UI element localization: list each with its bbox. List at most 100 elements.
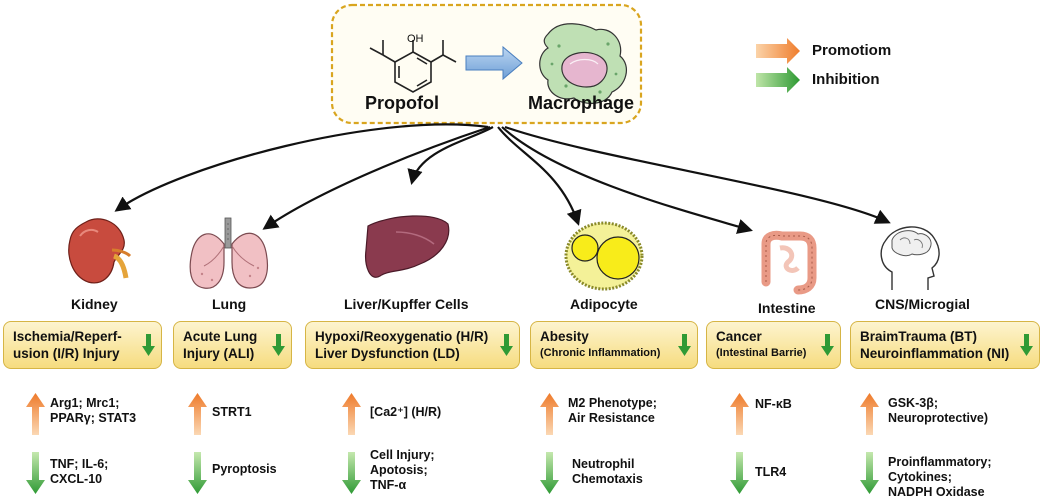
list-item: Arg1; Mrc1; (50, 396, 120, 410)
promoted-list-adipocyte: M2 Phenotype; Air Resistance (568, 396, 657, 426)
legend-inhibition-arrow-icon (756, 67, 800, 93)
condition-box-adipocyte: Abesity (Chronic Inflammation) (530, 321, 698, 369)
condition-line: BraimTrauma (BT) (860, 329, 978, 344)
list-item: TNF-α (370, 478, 407, 492)
list-item: Neuroprotective) (888, 411, 989, 425)
intestine-icon (761, 230, 817, 295)
list-item: Proinflammatory; (888, 455, 992, 469)
organ-label-lung: Lung (212, 296, 247, 312)
promoted-list-liver: [Ca2⁺] (H/R) (370, 405, 441, 420)
inhibition-arrow-icon (540, 452, 559, 494)
organ-label-intestine: Intestine (758, 300, 816, 316)
arrow-to-kidney (114, 123, 489, 212)
inhibition-arrow-icon (821, 334, 834, 356)
list-item: NF-κB (755, 397, 792, 411)
promotion-arrow-icon (860, 393, 879, 435)
arrow-to-adipocyte (497, 126, 582, 226)
list-item: GSK-3β; (888, 396, 938, 410)
condition-subline: (Chronic Inflammation) (540, 347, 661, 359)
condition-line: Ischemia/Reperf- (13, 329, 122, 344)
promoted-list-cns: GSK-3β; Neuroprotective) (888, 396, 988, 426)
condition-line: Neuroinflammation (NI) (860, 346, 1010, 361)
list-item: TLR4 (755, 465, 787, 479)
inhibition-arrow-icon (188, 452, 207, 494)
organ-label-kidney: Kidney (71, 296, 118, 312)
list-item: NADPH Oxidase (888, 485, 985, 499)
inhibited-list-intestine: TLR4 (755, 465, 786, 480)
inhibition-arrow-icon (500, 334, 513, 356)
condition-line: Liver Dysfunction (LD) (315, 346, 460, 361)
inhibition-arrow-icon (26, 452, 45, 494)
organ-label-cns: CNS/Microgial (875, 296, 970, 312)
hydroxyl-label: OH (407, 33, 424, 45)
condition-line: Acute Lung (183, 329, 258, 344)
promotion-arrow-icon (26, 393, 45, 435)
liver-icon (365, 215, 450, 278)
macrophage-cell-icon (539, 23, 628, 104)
list-item: Pyroptosis (212, 462, 277, 476)
inhibition-arrow-icon (678, 334, 691, 356)
inhibited-list-liver: Cell Injury; Apotosis; TNF-α (370, 448, 435, 493)
promoted-list-intestine: NF-κB (755, 397, 792, 412)
condition-line: Cancer (716, 329, 762, 344)
condition-box-intestine: Cancer (Intestinal Barrie) (706, 321, 841, 369)
list-item: TNF; IL-6; (50, 457, 109, 471)
brain-head-icon (880, 226, 940, 290)
lung-icon (189, 217, 269, 289)
legend-promotion-label: Promotiom (812, 42, 892, 59)
arrow-to-cns (504, 125, 891, 224)
inhibition-arrow-icon (730, 452, 749, 494)
promotion-arrow-icon (342, 393, 361, 435)
list-item: Apotosis; (370, 463, 428, 477)
list-item: [Ca2⁺] (H/R) (370, 405, 442, 419)
list-item: Air Resistance (568, 411, 655, 425)
condition-box-kidney: Ischemia/Reperf- usion (I/R) Injury (3, 321, 162, 369)
condition-box-liver: Hypoxi/Reoxygenatio (H/R) Liver Dysfunct… (305, 321, 520, 369)
kidney-icon (68, 218, 132, 284)
propofol-label: Propofol (365, 93, 439, 113)
condition-subline: (Intestinal Barrie) (716, 347, 807, 359)
inhibition-arrow-icon (1020, 334, 1033, 356)
arrow-to-intestine (501, 126, 753, 234)
list-item: Cytokines; (888, 470, 952, 484)
promotion-arrow-icon (188, 393, 207, 435)
inhibited-list-lung: Pyroptosis (212, 462, 277, 477)
list-item: Neutrophil (572, 457, 635, 471)
list-item: M2 Phenotype; (568, 396, 657, 410)
list-item: STRT1 (212, 405, 252, 419)
condition-box-cns: BraimTrauma (BT) Neuroinflammation (NI) (850, 321, 1040, 369)
list-item: Chemotaxis (572, 472, 643, 486)
macrophage-label: Macrophage (528, 93, 635, 113)
inhibition-arrow-icon (272, 334, 285, 356)
condition-line: Injury (ALI) (183, 346, 255, 361)
condition-line: Hypoxi/Reoxygenatio (H/R) (315, 329, 489, 344)
list-item: Cell Injury; (370, 448, 435, 462)
list-item: CXCL-10 (50, 472, 103, 486)
promoted-list-lung: STRT1 (212, 405, 252, 420)
promotion-arrow-icon (540, 393, 559, 435)
condition-box-lung: Acute Lung Injury (ALI) (173, 321, 292, 369)
condition-line: usion (I/R) Injury (13, 346, 120, 361)
arrow-to-lung (262, 125, 491, 230)
promoted-list-kidney: Arg1; Mrc1; PPARγ; STAT3 (50, 396, 136, 426)
propofol-structure-icon (369, 40, 457, 93)
arrow-to-liver (407, 126, 494, 185)
organ-label-liver: Liver/Kupffer Cells (344, 296, 469, 312)
inhibition-arrow-icon (142, 334, 155, 356)
adipocyte-icon (564, 221, 644, 291)
legend-promotion-arrow-icon (756, 38, 800, 64)
inhibited-list-kidney: TNF; IL-6; CXCL-10 (50, 457, 108, 487)
organ-label-adipocyte: Adipocyte (570, 296, 638, 312)
inhibited-list-adipocyte: Neutrophil Chemotaxis (572, 457, 643, 487)
inhibited-list-cns: Proinflammatory; Cytokines; NADPH Oxidas… (888, 455, 992, 500)
condition-line: Abesity (540, 329, 589, 344)
promotion-arrow-icon (730, 393, 749, 435)
legend-inhibition-label: Inhibition (812, 71, 880, 88)
inhibition-arrow-icon (342, 452, 361, 494)
connection-arrows (114, 123, 891, 234)
list-item: PPARγ; STAT3 (50, 411, 137, 425)
inhibition-arrow-icon (860, 452, 879, 494)
converts-to-arrow-icon (465, 45, 523, 81)
